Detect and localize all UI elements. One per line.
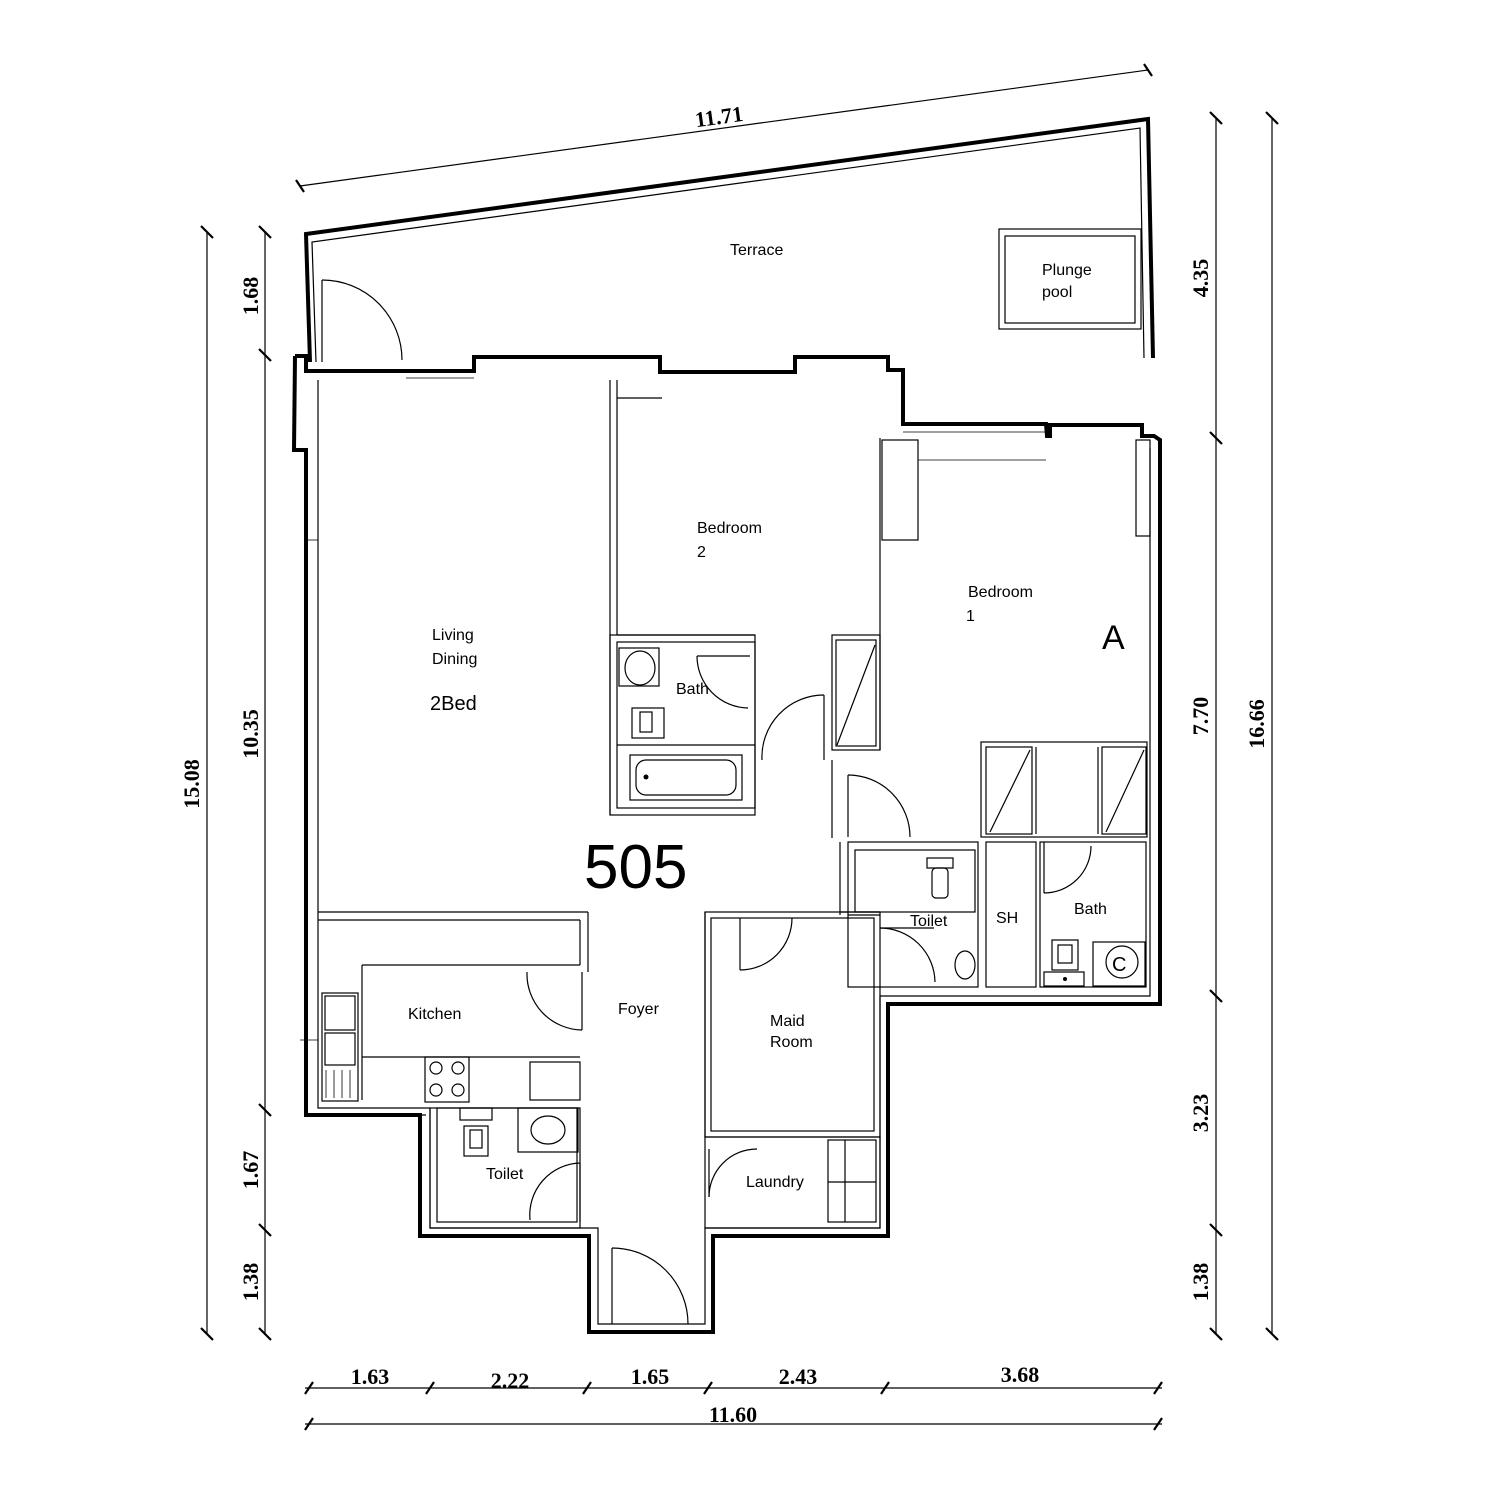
dim-bottom-4: 2.43: [779, 1364, 818, 1389]
dim-left-total: 15.08: [179, 759, 204, 809]
bedroom2-label-1: Bedroom: [697, 520, 762, 537]
dim-right-total: 16.66: [1244, 699, 1269, 749]
bedroom1-label-2: 1: [966, 608, 975, 625]
apartment-outer-wall: [291, 354, 1162, 1334]
bath-small-label: Bath: [676, 681, 709, 698]
interior-walls: [318, 380, 1151, 1325]
dim-bottom-total: 11.60: [709, 1402, 757, 1427]
terrace-outline: [303, 116, 1155, 363]
dim-top-total: 11.71: [693, 101, 744, 132]
living-label-2: Dining: [432, 651, 477, 668]
dim-right-terrace: 4.35: [1188, 259, 1213, 298]
living-label-1: Living: [432, 627, 474, 644]
dim-bottom-5: 3.68: [1001, 1362, 1040, 1387]
c-mark: C: [1112, 954, 1126, 976]
maid-room-label-2: Room: [770, 1034, 813, 1051]
foyer-label: Foyer: [618, 1001, 660, 1018]
unit-type: 2Bed: [430, 693, 477, 715]
laundry-label: Laundry: [746, 1174, 804, 1191]
dim-bottom-2: 2.22: [491, 1368, 530, 1393]
plunge-pool-label-2: pool: [1042, 284, 1072, 301]
dim-right-lower: 3.23: [1188, 1094, 1213, 1133]
toilet-west-label: Toilet: [486, 1166, 524, 1183]
bedroom2-label-2: 2: [697, 544, 706, 561]
dimension-lines: [200, 63, 1279, 1431]
kitchen-label: Kitchen: [408, 1006, 461, 1023]
unit-number: 505: [584, 833, 687, 902]
bedroom1-label-1: Bedroom: [968, 584, 1033, 601]
dim-right-main: 7.70: [1188, 697, 1213, 736]
dim-right-bottom: 1.38: [1188, 1263, 1213, 1302]
toilet-east-label: Toilet: [910, 913, 948, 930]
dim-left-bottom: 1.38: [238, 1263, 263, 1302]
dim-left-lower: 1.67: [238, 1151, 263, 1190]
dim-left-terrace: 1.68: [238, 277, 263, 316]
dimension-labels: 11.71 15.08 1.68 10.35 1.67 1.38 4.35 7.…: [179, 101, 1269, 1427]
dim-bottom-3: 1.65: [631, 1364, 670, 1389]
terrace-label: Terrace: [730, 242, 783, 259]
dim-left-main: 10.35: [238, 709, 263, 759]
bath-east-label: Bath: [1074, 901, 1107, 918]
maid-room-label-1: Maid: [770, 1013, 805, 1030]
block-letter: A: [1102, 619, 1125, 657]
dim-bottom-1: 1.63: [351, 1364, 390, 1389]
sh-label: SH: [996, 910, 1018, 927]
plunge-pool-label-1: Plunge: [1042, 262, 1092, 279]
room-labels: Terrace Plunge pool Bedroom 2 Bedroom 1 …: [408, 242, 1126, 1191]
